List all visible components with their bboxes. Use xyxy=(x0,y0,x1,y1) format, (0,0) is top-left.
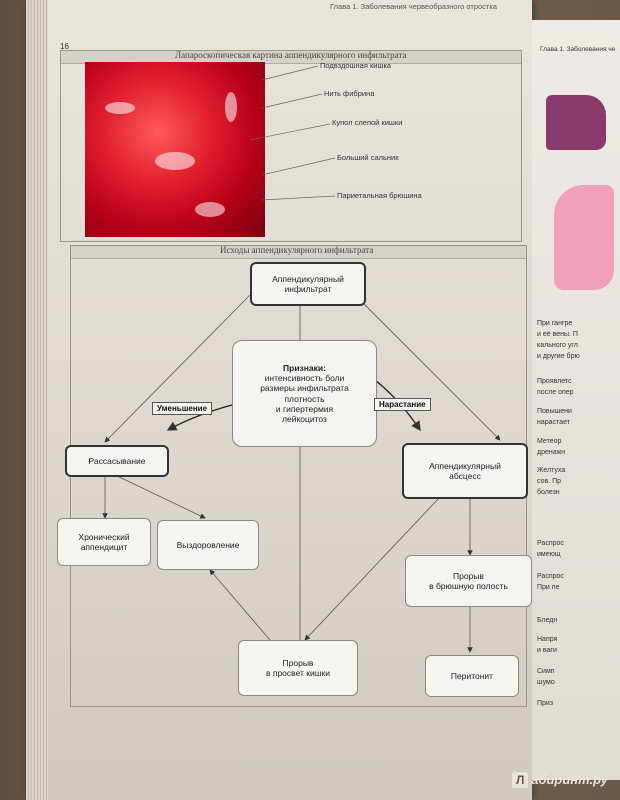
label-ileum: Подвздошная кишка xyxy=(320,61,392,70)
diagram-titlebar xyxy=(71,246,526,259)
abscess-box: Аппендикулярный абсцесс xyxy=(402,443,528,499)
sign-5: лейкоцитоз xyxy=(282,413,327,424)
right-page-illustration xyxy=(546,95,606,150)
chronic-line-1: Хронический xyxy=(78,531,130,542)
right-line: Желтуха xyxy=(537,467,566,474)
right-line: Бледн xyxy=(537,617,558,624)
signs-box: Признаки: интенсивность боли размеры инф… xyxy=(232,340,377,447)
right-page-head: Глава 1. Заболевания че xyxy=(540,46,616,53)
rupture-intestine-box: Прорыв в просвет кишки xyxy=(238,640,358,696)
rupture-intestine-line-1: Прорыв xyxy=(282,657,314,668)
recovery-box: Выздоровление xyxy=(157,520,259,570)
peritonitis-label: Перитонит xyxy=(450,670,494,681)
right-line: Повышени xyxy=(537,408,572,415)
rupture-abdominal-box: Прорыв в брюшную полость xyxy=(405,555,532,607)
right-line: имеющ xyxy=(537,551,561,558)
page-number: 16 xyxy=(60,42,69,51)
right-line: Метеор xyxy=(537,438,562,445)
right-line: Напря xyxy=(537,636,558,643)
resolution-label: Рассасывание xyxy=(88,455,146,466)
right-page-illustration-2 xyxy=(554,185,614,290)
right-line: и её вены. П xyxy=(537,331,578,338)
label-cecum-dome: Купол слепой кишки xyxy=(332,118,403,127)
right-line: Распрос xyxy=(537,573,564,580)
abscess-line-1: Аппендикулярный xyxy=(429,460,501,471)
abscess-line-2: абсцесс xyxy=(449,471,481,481)
peritonitis-box: Перитонит xyxy=(425,655,519,697)
right-line: Распрос xyxy=(537,540,564,547)
watermark-text: абиринт.ру xyxy=(531,772,608,787)
right-line: нарастает xyxy=(537,419,570,426)
sign-1: интенсивность боли xyxy=(264,373,345,384)
right-line: после опер xyxy=(537,389,574,396)
sign-4: и гипертермия xyxy=(275,403,334,414)
right-line: дренажн xyxy=(537,449,566,456)
laparoscopic-photo xyxy=(85,62,265,237)
right-line: Симп xyxy=(537,668,555,675)
watermark-mark-icon: Л xyxy=(512,772,529,788)
resolution-box: Рассасывание xyxy=(65,445,169,477)
sign-2: размеры инфильтрата xyxy=(260,383,349,394)
label-greater-omentum: Больший сальник xyxy=(337,153,399,162)
diagram-title: Исходы аппендикулярного инфильтрата xyxy=(220,245,374,255)
right-line: Приз xyxy=(537,700,554,707)
label-fibrin-thread: Нить фибрина xyxy=(324,89,375,98)
right-line: При гангре xyxy=(537,320,573,327)
right-line: и другие брю xyxy=(537,353,580,360)
chronic-box: Хронический аппендицит xyxy=(57,518,151,566)
rupture-abdominal-line-2: в брюшную полость xyxy=(429,581,508,591)
photo-section-frame xyxy=(60,50,522,242)
rupture-intestine-line-2: в просвет кишки xyxy=(265,668,331,678)
right-line: сов. Пр xyxy=(537,478,562,485)
sign-3: плотность xyxy=(284,393,325,404)
signs-title: Признаки: xyxy=(283,362,326,373)
increase-tag: Нарастание xyxy=(374,398,431,411)
photo-section-title: Лапароскопическая картина аппендикулярно… xyxy=(175,50,407,60)
photo-section-titlebar xyxy=(61,51,521,64)
right-line: и ваги xyxy=(537,647,557,654)
running-head: Глава 1. Заболевания червеобразного отро… xyxy=(330,2,497,11)
right-line: Проявлетс xyxy=(537,378,572,385)
recovery-label: Выздоровление xyxy=(176,539,240,550)
right-line: При пе xyxy=(537,584,560,591)
infiltrate-line-1: Аппендикулярный xyxy=(272,273,344,284)
label-parietal-peritoneum: Париетальная брюшина xyxy=(337,191,422,200)
right-line: кального угл xyxy=(537,342,578,349)
page-edges xyxy=(26,0,48,800)
infiltrate-line-2: инфильтрат xyxy=(284,284,332,294)
right-page: Глава 1. Заболевания че При гангре и её … xyxy=(532,20,620,780)
chronic-line-2: аппендицит xyxy=(80,542,128,552)
right-line: болезн xyxy=(537,489,560,496)
decrease-tag: Уменьшение xyxy=(152,402,213,415)
rupture-abdominal-line-1: Прорыв xyxy=(453,570,484,581)
infiltrate-box: Аппендикулярный инфильтрат xyxy=(250,262,366,306)
right-line: шумо xyxy=(537,679,555,686)
